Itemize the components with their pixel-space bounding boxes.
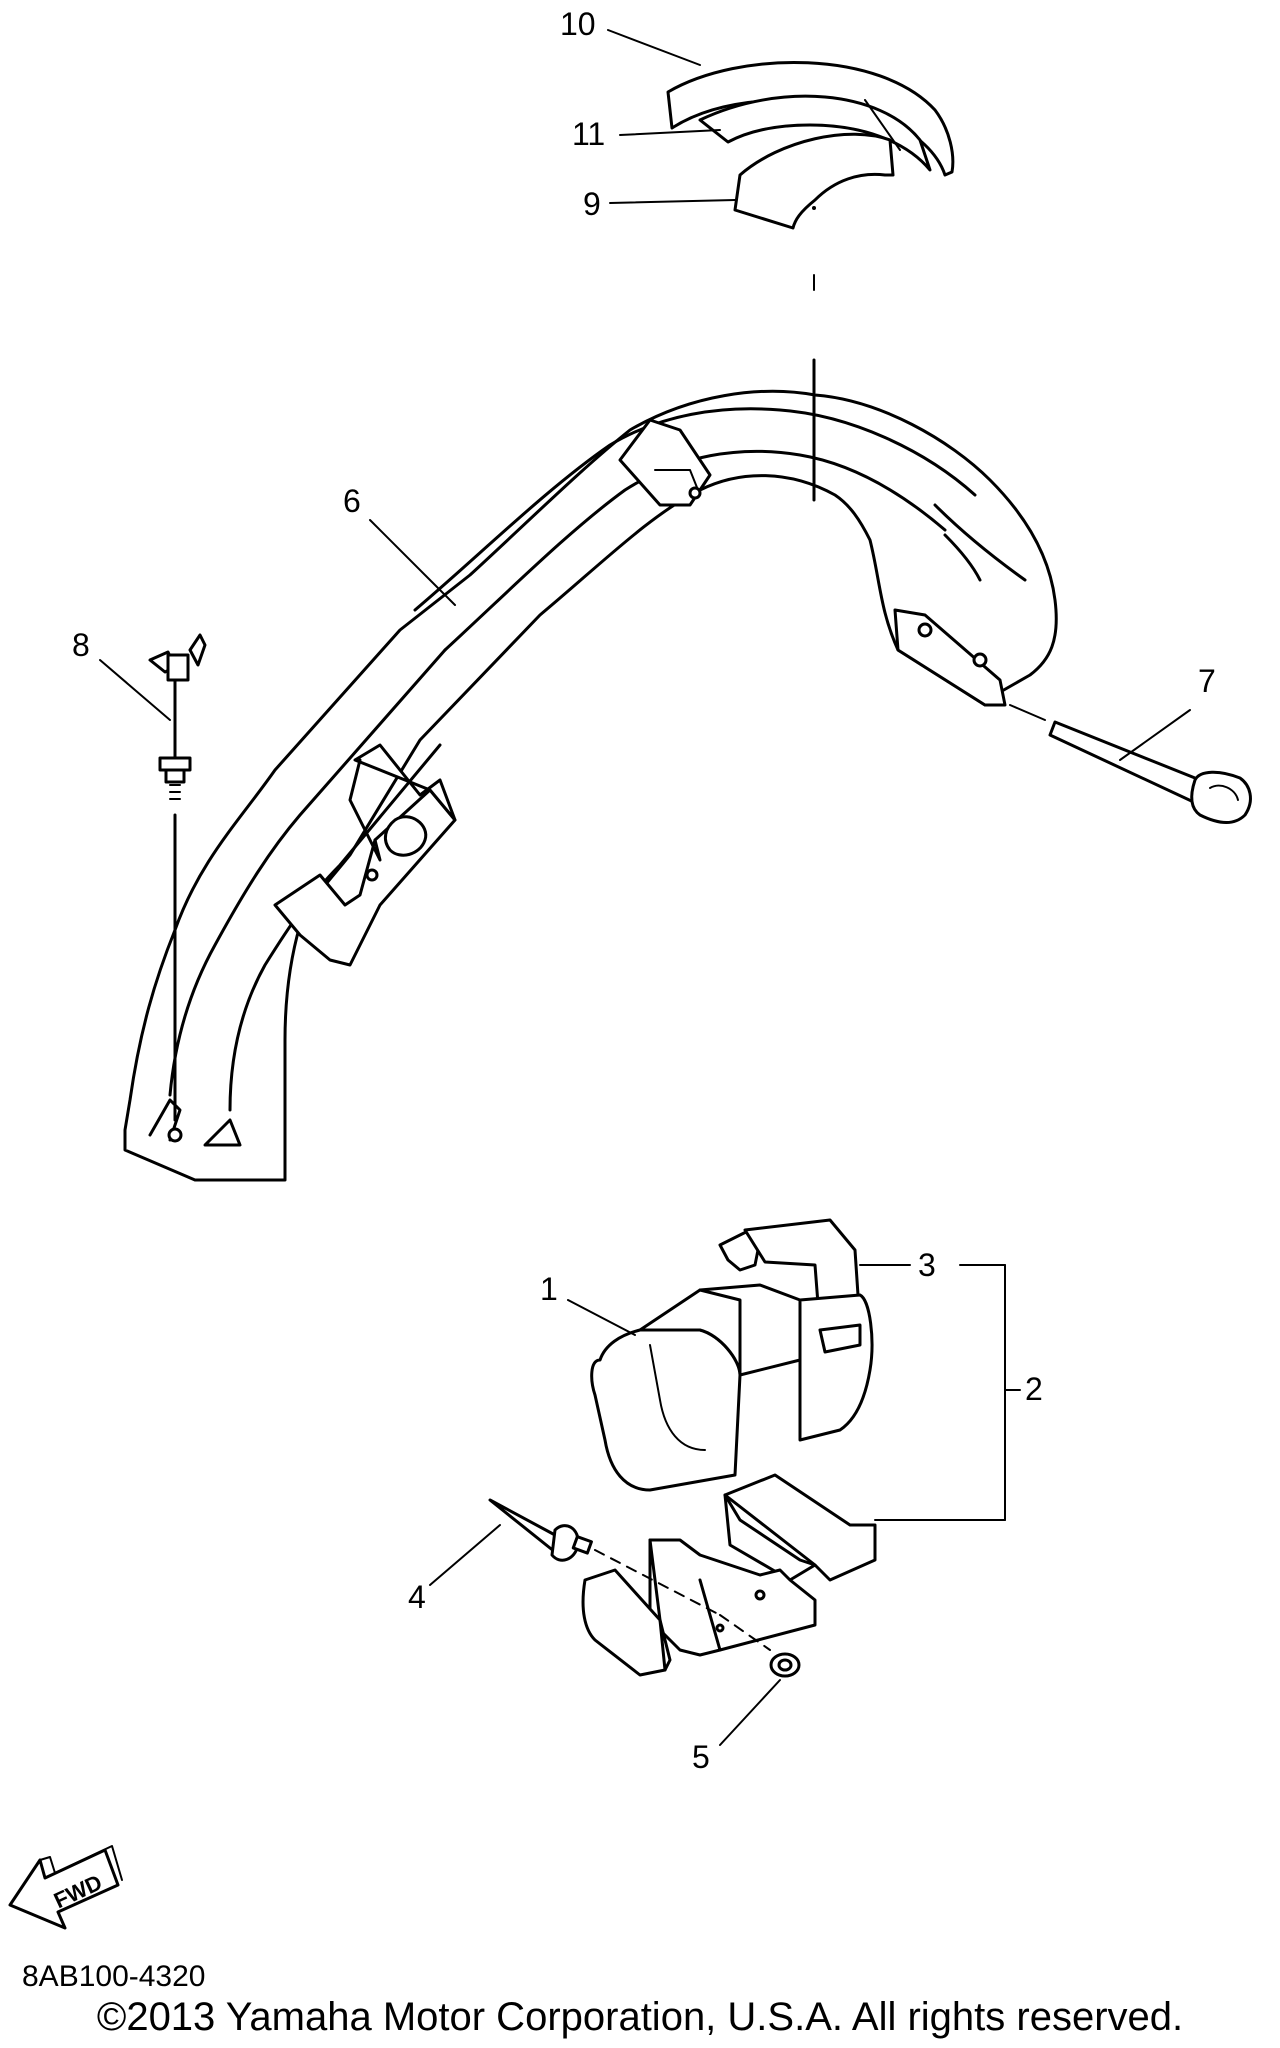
diagram-reference-code: 8AB100-4320 xyxy=(22,1960,206,1993)
callout-8: 8 xyxy=(72,627,90,663)
battery-1 xyxy=(590,1283,802,1492)
callout-3: 3 xyxy=(918,1247,936,1283)
callout-1: 1 xyxy=(540,1271,558,1307)
callout-9: 9 xyxy=(583,186,601,222)
callout-10: 10 xyxy=(560,6,596,42)
washer-5 xyxy=(769,1652,801,1678)
callout-11: 11 xyxy=(572,116,605,152)
copyright-notice: ©2013 Yamaha Motor Corporation, U.S.A. A… xyxy=(96,1995,1184,2039)
pin-4 xyxy=(488,1498,593,1562)
rear-fender xyxy=(123,389,1058,1182)
callout-6: 6 xyxy=(343,483,361,519)
callout-7: 7 xyxy=(1198,663,1216,699)
callout-4: 4 xyxy=(408,1579,426,1615)
callout-5: 5 xyxy=(692,1739,710,1775)
battery-band-3 xyxy=(718,1218,874,1442)
decal-9 xyxy=(733,132,895,230)
pin-7 xyxy=(1048,720,1252,824)
battery-box xyxy=(581,1473,877,1677)
fwd-arrow-icon: FWD xyxy=(8,1845,123,1930)
decal-11 xyxy=(698,94,932,172)
callout-2: 2 xyxy=(1025,1371,1043,1407)
wing-bolt-8 xyxy=(148,633,207,800)
